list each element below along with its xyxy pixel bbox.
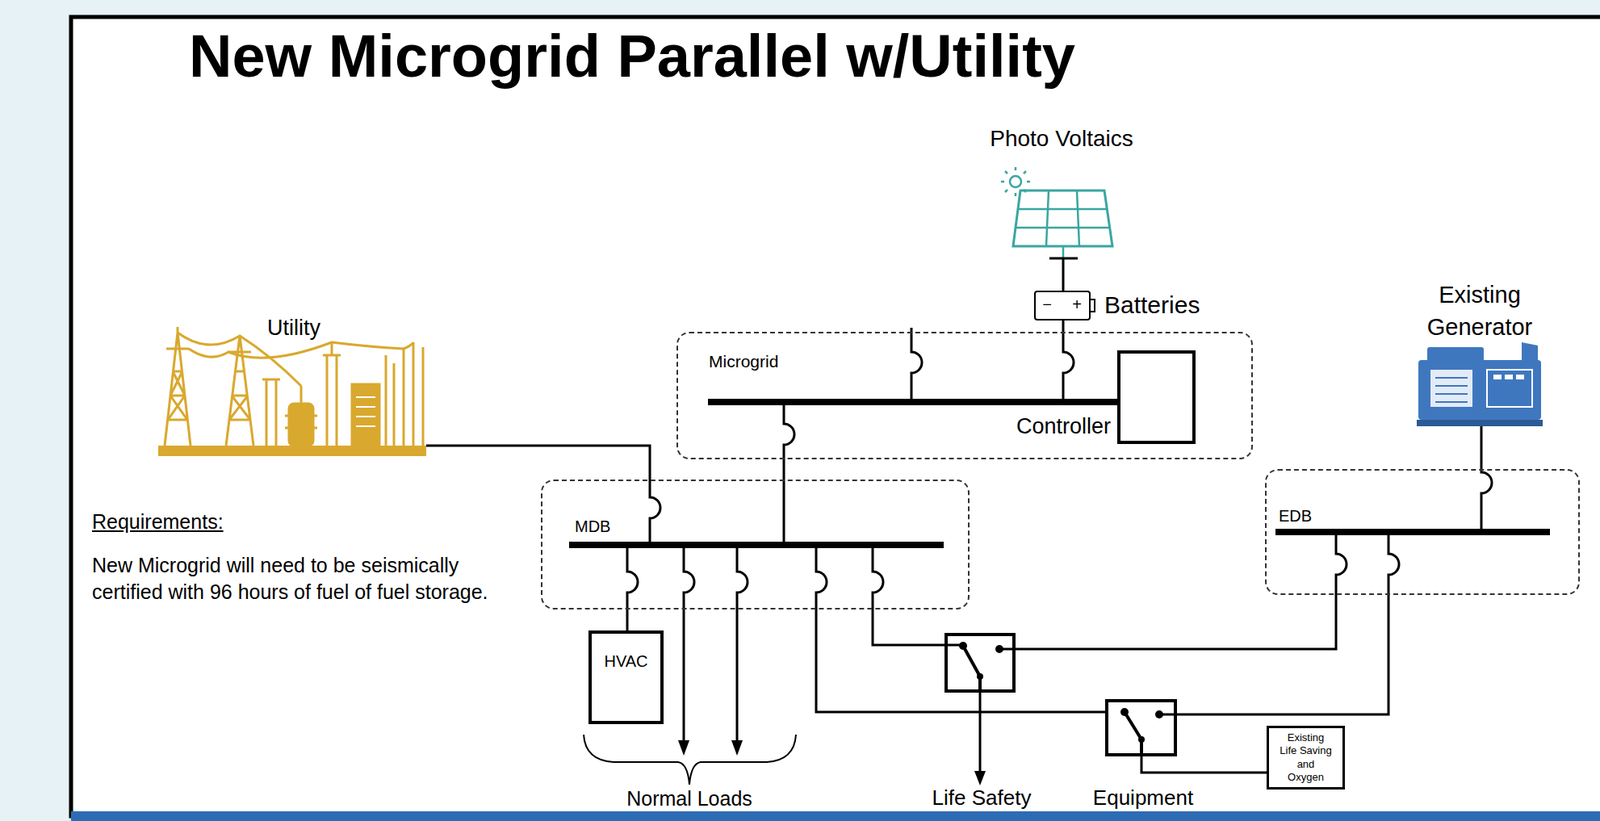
battery-sign: − xyxy=(1042,294,1052,315)
battery-sign: + xyxy=(1072,294,1082,315)
microgrid-group: MicrogridController xyxy=(676,331,1253,460)
pv-icon xyxy=(1001,167,1113,259)
feeder-connector xyxy=(626,609,629,631)
utility-icon xyxy=(158,326,427,457)
title: New Microgrid Parallel w/Utility xyxy=(188,20,1076,93)
node-text: Existing Life Saving and Oxygen xyxy=(1278,731,1333,784)
node-text: MDB xyxy=(574,516,968,537)
utility-label: Utility xyxy=(267,314,321,341)
load-label: Life Safety xyxy=(932,785,1032,811)
transfer-switch xyxy=(1106,700,1176,755)
mdb-group: MDB xyxy=(540,479,970,610)
controller-box xyxy=(1117,350,1196,444)
requirements-note: New Microgrid will need to be seismicall… xyxy=(92,552,496,606)
battery-icon xyxy=(1034,291,1095,320)
bus-bars xyxy=(569,402,1550,545)
feeder-connector xyxy=(783,459,786,480)
node-text: Controller xyxy=(1016,413,1111,440)
requirements-heading: Requirements: xyxy=(92,509,224,534)
bottom-bar xyxy=(71,811,1600,821)
pv-label: Photo Voltaics xyxy=(989,125,1133,153)
wiring xyxy=(426,258,1492,785)
node-text: HVAC xyxy=(598,651,654,671)
load-label: Normal Loads xyxy=(626,786,753,811)
panel xyxy=(71,16,1600,817)
transfer-switch xyxy=(946,634,1014,692)
edb-group: EDB xyxy=(1264,469,1580,595)
life-saving-box: Existing Life Saving and Oxygen xyxy=(1266,725,1345,790)
battery-label: Batteries xyxy=(1104,290,1200,320)
load-label: Equipment xyxy=(1093,785,1194,811)
arrowheads xyxy=(678,740,986,786)
generator-label: Existing Generator xyxy=(1398,278,1561,344)
hvac-box: HVAC xyxy=(588,630,664,725)
node-text: EDB xyxy=(1278,506,1579,526)
controller: Controller xyxy=(1016,350,1196,444)
generator-icon xyxy=(1416,342,1543,427)
